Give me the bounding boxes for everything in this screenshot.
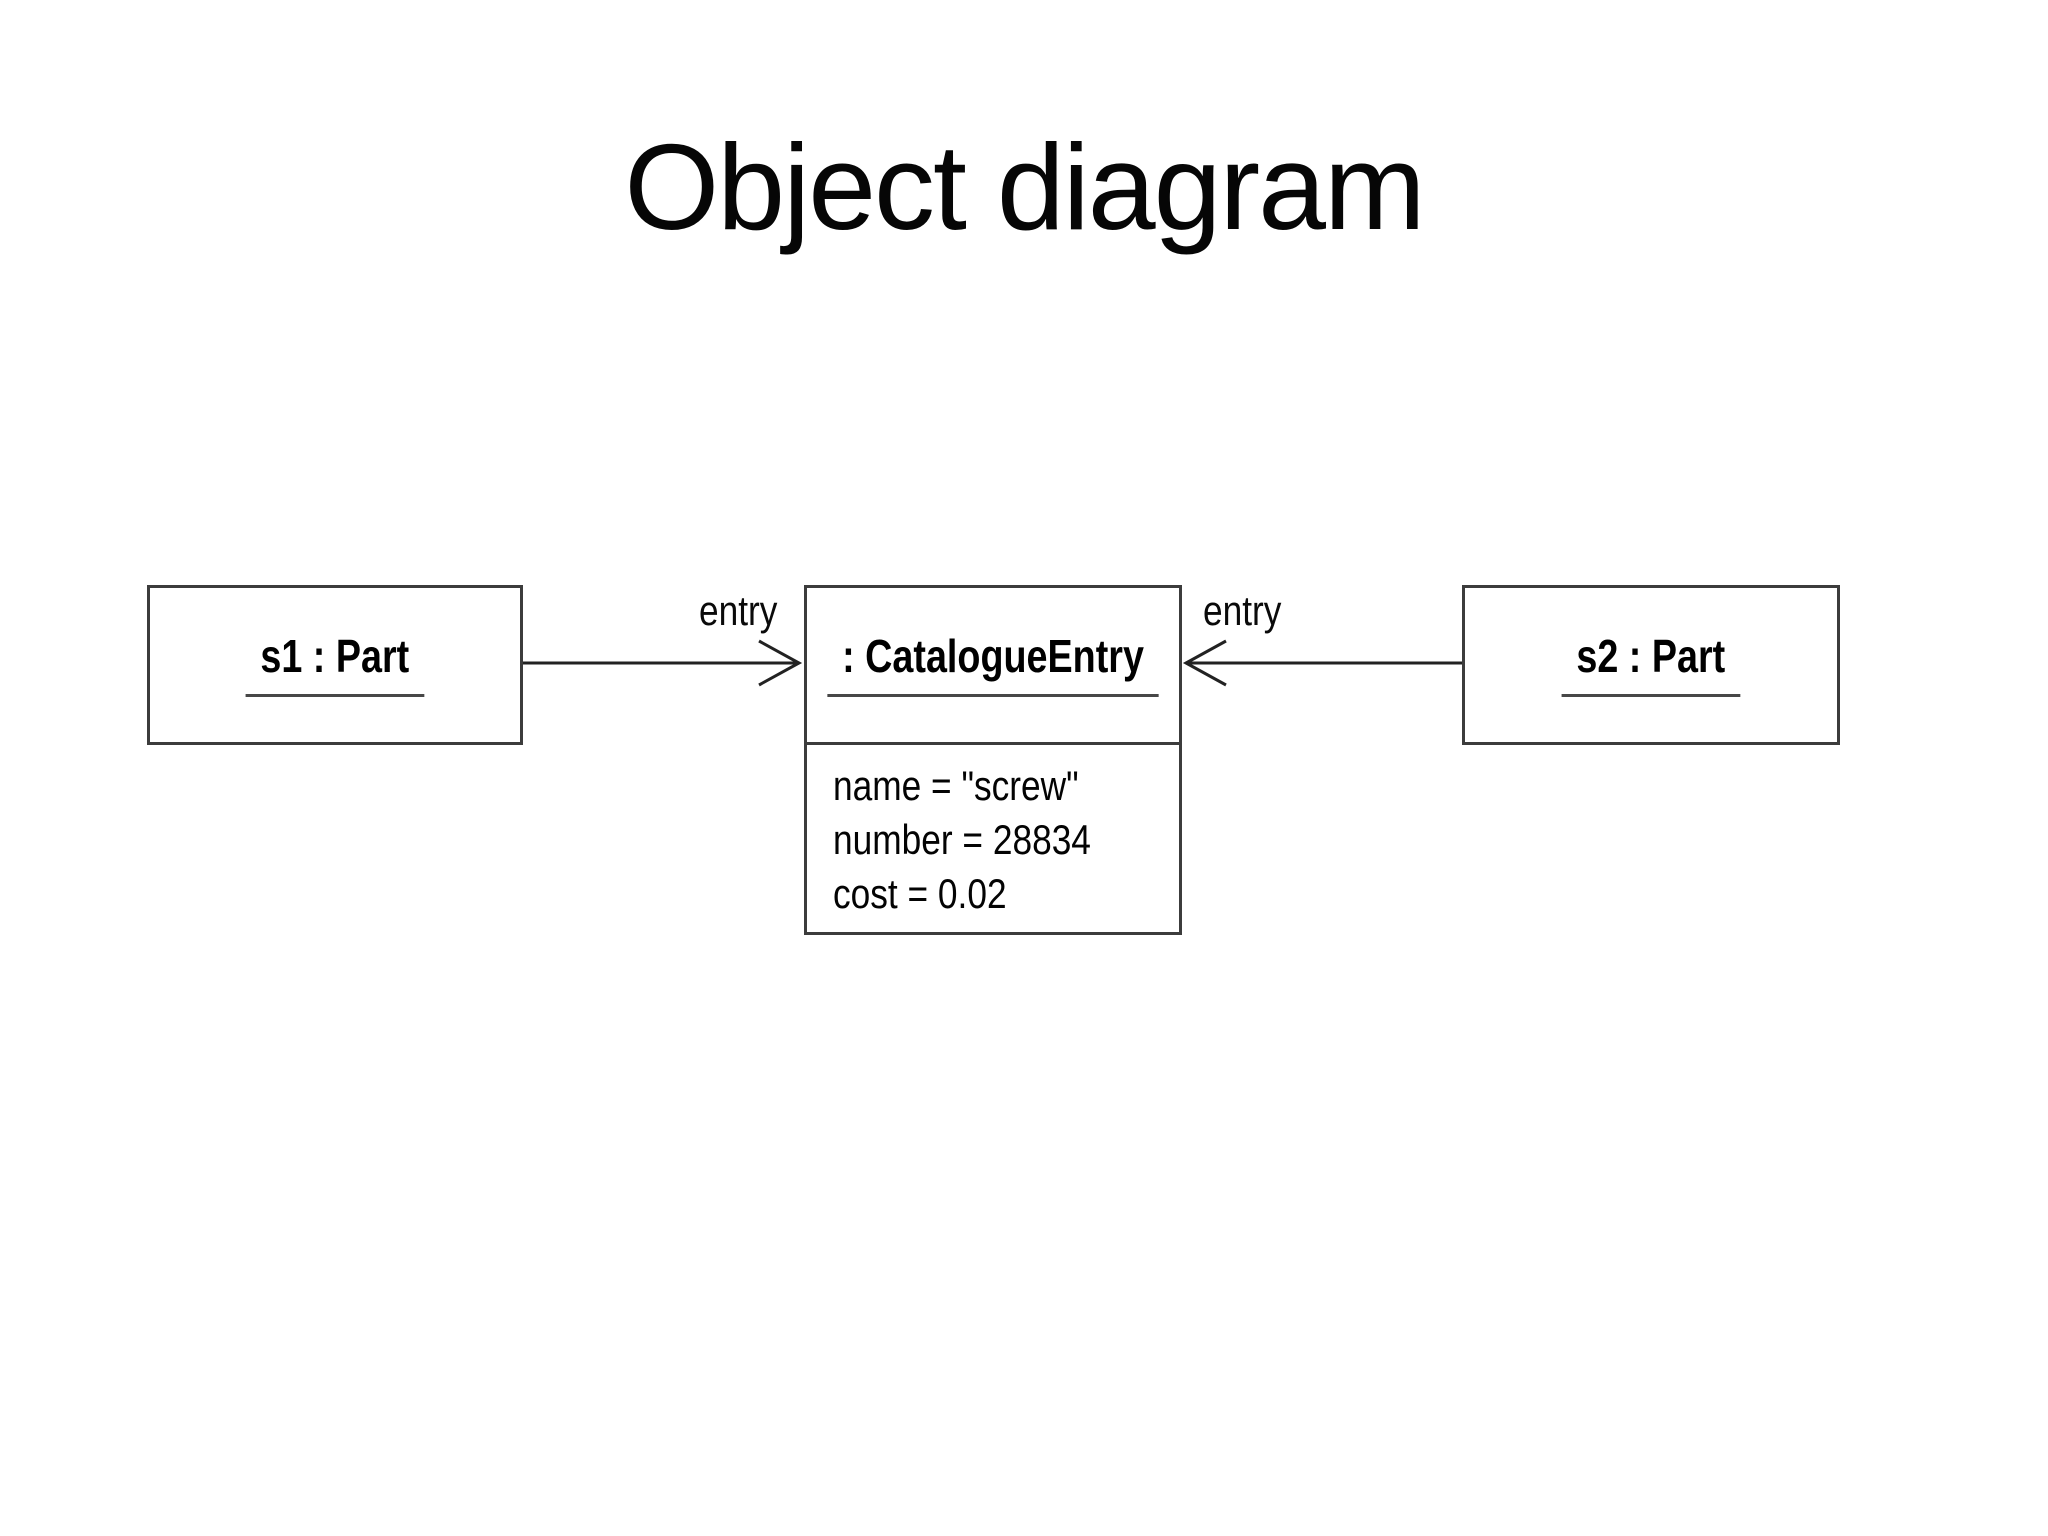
object-name-s1: s1 : Part — [245, 633, 425, 697]
slide-title: Object diagram — [624, 119, 1425, 255]
attribute-number: number = 28834 — [833, 816, 1091, 863]
attribute-name: name = "screw" — [833, 762, 1079, 809]
open-arrowhead-right-icon — [758, 639, 803, 687]
object-box-s2-part: s2 : Part — [1462, 585, 1840, 745]
object-box-catalogue-entry: : CatalogueEntry name = "screw" number =… — [804, 585, 1182, 935]
object-name-s2: s2 : Part — [1561, 633, 1741, 697]
object-attributes: name = "screw" number = 28834 cost = 0.0… — [807, 745, 1179, 921]
object-name-catalogue-entry: : CatalogueEntry — [827, 633, 1159, 697]
link-label-entry-right: entry — [1203, 587, 1282, 634]
link-s2-to-catalogue — [1182, 639, 1462, 687]
object-box-s1-part: s1 : Part — [147, 585, 523, 745]
attribute-cost: cost = 0.02 — [833, 870, 1007, 917]
object-header: : CatalogueEntry — [807, 588, 1179, 745]
open-arrowhead-left-icon — [1182, 639, 1227, 687]
link-s1-to-catalogue — [523, 639, 803, 687]
link-label-entry-left: entry — [699, 587, 778, 634]
